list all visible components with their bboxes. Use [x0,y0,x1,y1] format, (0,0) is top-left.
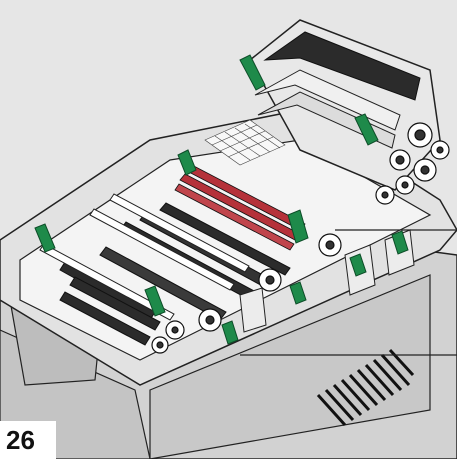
gear-icon [375,122,450,205]
figure-number-label: 26 [0,421,56,459]
callout-lines [240,229,457,356]
guide-rods [39,193,250,321]
mesh-panel [204,119,286,166]
green-lever-icon [34,54,409,345]
red-ribbon-strips [174,163,306,251]
gear-icon [151,233,342,354]
vent-slots-icon [316,348,415,427]
